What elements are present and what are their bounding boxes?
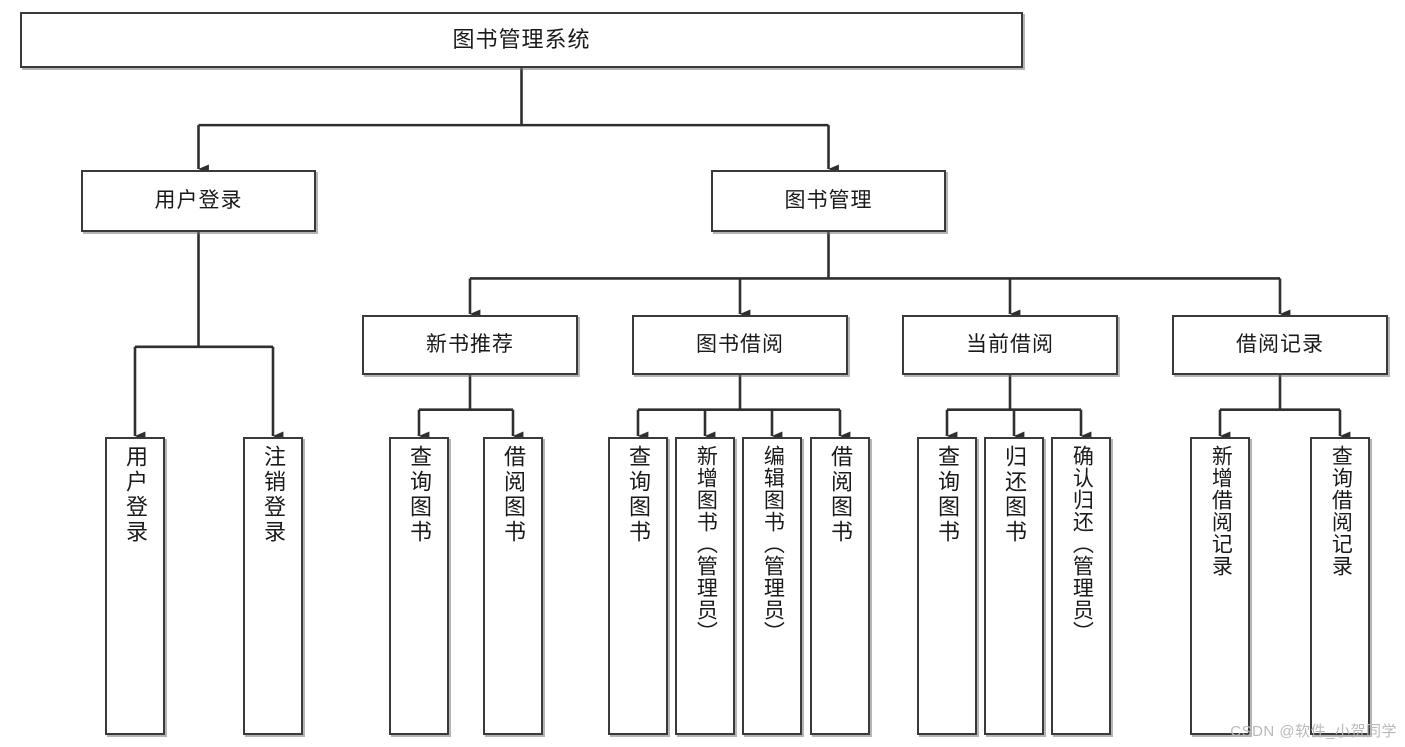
leaf-current-query-book[interactable]: 查询图书 <box>917 437 977 735</box>
leaf-borrow-edit-book[interactable]: 编辑图书（管理员） <box>742 437 802 735</box>
node-current-borrow[interactable]: 当前借阅 <box>902 315 1118 375</box>
node-new-book-recommend[interactable]: 新书推荐 <box>362 315 578 375</box>
leaf-user-logout[interactable]: 注销登录 <box>243 437 303 735</box>
node-book-borrow-label: 图书借阅 <box>696 332 784 356</box>
leaf-record-query[interactable]: 查询借阅记录 <box>1310 437 1370 735</box>
node-user-login-module[interactable]: 用户登录 <box>81 170 316 232</box>
leaf-user-logout-label: 注销登录 <box>260 445 286 545</box>
leaf-borrow-add-book[interactable]: 新增图书（管理员） <box>675 437 735 735</box>
leaf-user-login-label: 用户登录 <box>122 445 148 545</box>
leaf-record-add-label: 新增借阅记录 <box>1209 445 1233 577</box>
leaf-record-query-label: 查询借阅记录 <box>1329 445 1353 577</box>
leaf-record-add[interactable]: 新增借阅记录 <box>1190 437 1250 735</box>
leaf-new-query-book-label: 查询图书 <box>406 445 432 545</box>
leaf-borrow-query-book[interactable]: 查询图书 <box>608 437 668 735</box>
leaf-new-borrow-book[interactable]: 借阅图书 <box>483 437 543 735</box>
edge-layer <box>133 68 1351 441</box>
node-new-book-recommend-label: 新书推荐 <box>426 332 514 356</box>
leaf-borrow-lend-book-label: 借阅图书 <box>827 445 853 545</box>
node-borrow-record[interactable]: 借阅记录 <box>1172 315 1388 375</box>
leaf-current-return-book[interactable]: 归还图书 <box>984 437 1044 735</box>
leaf-new-query-book[interactable]: 查询图书 <box>389 437 449 735</box>
node-root[interactable]: 图书管理系统 <box>20 12 1023 68</box>
leaf-current-confirm-return-label: 确认归还（管理员） <box>1070 445 1094 643</box>
node-user-login-module-label: 用户登录 <box>154 188 243 212</box>
leaf-borrow-lend-book[interactable]: 借阅图书 <box>810 437 870 735</box>
node-book-management-module[interactable]: 图书管理 <box>711 170 946 232</box>
node-book-management-module-label: 图书管理 <box>784 188 873 212</box>
leaf-borrow-edit-book-label: 编辑图书（管理员） <box>761 445 785 643</box>
leaf-user-login[interactable]: 用户登录 <box>105 437 165 735</box>
leaf-current-query-book-label: 查询图书 <box>934 445 960 545</box>
node-borrow-record-label: 借阅记录 <box>1236 332 1324 356</box>
leaf-current-return-book-label: 归还图书 <box>1001 445 1027 545</box>
node-root-label: 图书管理系统 <box>452 27 591 53</box>
leaf-borrow-add-book-label: 新增图书（管理员） <box>694 445 718 643</box>
leaf-borrow-query-book-label: 查询图书 <box>625 445 651 545</box>
leaf-current-confirm-return[interactable]: 确认归还（管理员） <box>1051 437 1111 735</box>
node-current-borrow-label: 当前借阅 <box>966 332 1054 356</box>
leaf-new-borrow-book-label: 借阅图书 <box>500 445 526 545</box>
node-book-borrow[interactable]: 图书借阅 <box>632 315 848 375</box>
